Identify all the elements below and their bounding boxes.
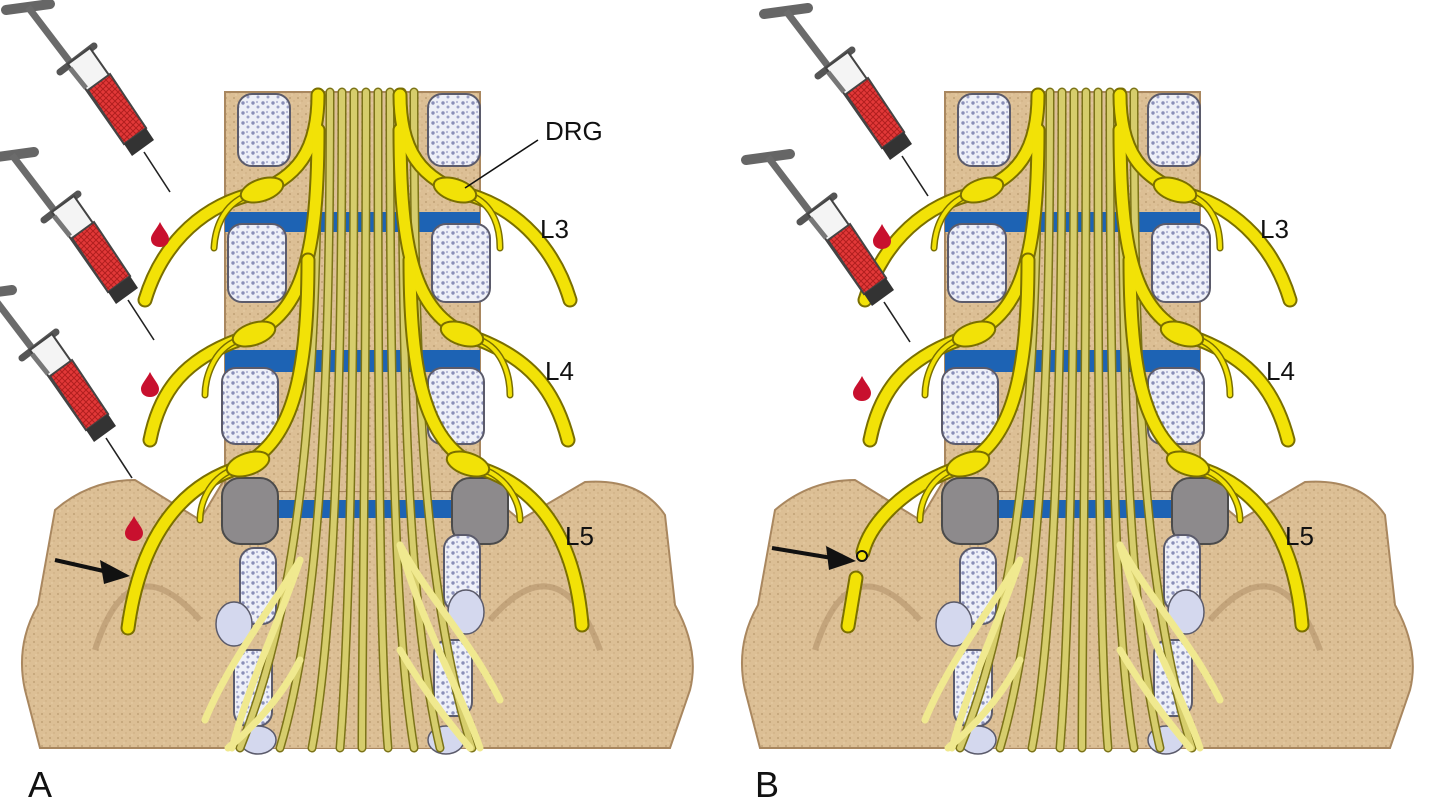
label-l4: L4	[1266, 356, 1295, 386]
blood-drop-icon	[141, 372, 159, 397]
syringe-icon	[764, 8, 928, 196]
label-l3: L3	[1260, 214, 1289, 244]
label-l3: L3	[540, 214, 569, 244]
blood-drop-icon	[151, 222, 169, 247]
arrow-icon	[54, 558, 130, 584]
label-l5: L5	[1285, 521, 1314, 551]
blood-drop-icon	[873, 224, 891, 249]
arrow-icon	[771, 546, 856, 570]
label-l5: L5	[565, 521, 594, 551]
label-l4: L4	[545, 356, 574, 386]
syringe-icon	[6, 4, 170, 192]
panel-label-a: A	[28, 764, 52, 805]
syringe-icon	[0, 290, 132, 478]
panel-label-b: B	[755, 764, 779, 805]
label-drg: DRG	[545, 116, 603, 146]
drg-leader-line	[464, 139, 539, 189]
l5-nerve-cut	[840, 252, 1036, 634]
l5-nerve-intact	[120, 252, 316, 636]
syringe-icon	[0, 152, 154, 340]
panel-a: DRG L3 L4 L5 A	[0, 4, 693, 805]
panel-b: L3 L4 L5 B	[742, 8, 1413, 805]
blood-drop-icon	[853, 376, 871, 401]
